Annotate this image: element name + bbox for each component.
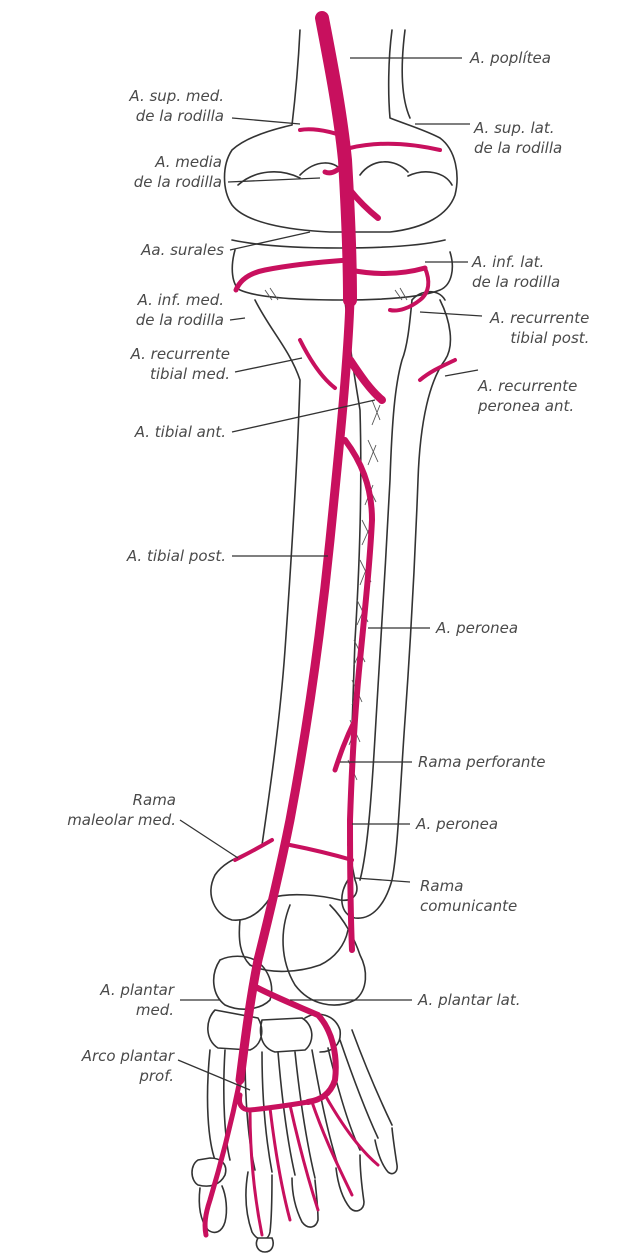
label-tibial-post: A. tibial post. bbox=[40, 546, 226, 566]
label-tibial-ant: A. tibial ant. bbox=[40, 422, 226, 442]
label-sup-med-line1: A. sup. med. bbox=[40, 86, 224, 106]
label-rec-tib-med: A. recurrente tibial med. bbox=[40, 344, 230, 384]
label-inf-med-line1: A. inf. med. bbox=[30, 290, 224, 310]
label-surales: Aa. surales bbox=[40, 240, 224, 260]
label-media: A. media de la rodilla bbox=[40, 152, 222, 192]
label-arco-plantar-line2: prof. bbox=[20, 1066, 174, 1086]
artery-digitales bbox=[250, 1095, 378, 1235]
label-rama-comunicante-line2: comunicante bbox=[420, 896, 517, 916]
arteries bbox=[205, 18, 455, 1235]
knee-joint-line bbox=[232, 240, 445, 248]
artery-sup-med bbox=[300, 129, 340, 135]
tibial-plateau bbox=[232, 250, 452, 300]
label-rama-perforante: Rama perforante bbox=[418, 752, 546, 772]
label-inf-med: A. inf. med. de la rodilla bbox=[30, 290, 224, 330]
artery-rec-per-ant bbox=[420, 360, 455, 380]
label-inf-med-line2: de la rodilla bbox=[30, 310, 224, 330]
bones bbox=[192, 30, 457, 1252]
navicular bbox=[214, 956, 272, 1009]
label-peronea-1: A. peronea bbox=[436, 618, 518, 638]
label-inf-lat-line1: A. inf. lat. bbox=[472, 252, 560, 272]
artery-rama-comunicante bbox=[290, 845, 352, 860]
label-rec-tib-med-line2: tibial med. bbox=[40, 364, 230, 384]
label-peronea-2: A. peronea bbox=[416, 814, 498, 834]
artery-rec-tib-med bbox=[300, 340, 335, 388]
label-plantar-med-line2: med. bbox=[40, 1000, 174, 1020]
label-plantar-med: A. plantar med. bbox=[40, 980, 174, 1020]
label-sup-lat: A. sup. lat. de la rodilla bbox=[474, 118, 562, 158]
label-sup-med: A. sup. med. de la rodilla bbox=[40, 86, 224, 126]
label-rec-per-ant-line2: peronea ant. bbox=[478, 396, 577, 416]
label-media-line2: de la rodilla bbox=[40, 172, 222, 192]
label-sup-lat-line2: de la rodilla bbox=[474, 138, 562, 158]
artery-inf-med bbox=[236, 260, 348, 290]
label-plantar-med-line1: A. plantar bbox=[40, 980, 174, 1000]
label-inf-lat: A. inf. lat. de la rodilla bbox=[472, 252, 560, 292]
label-rec-per-ant-line1: A. recurrente bbox=[478, 376, 577, 396]
label-rec-tib-med-line1: A. recurrente bbox=[40, 344, 230, 364]
label-rec-tib-post: A. recurrente tibial post. bbox=[490, 308, 589, 348]
label-media-line1: A. media bbox=[40, 152, 222, 172]
label-rama-maleolar-line2: maleolar med. bbox=[8, 810, 176, 830]
artery-inf-lat bbox=[350, 268, 425, 274]
fibula-upper bbox=[402, 30, 410, 118]
label-rec-per-ant: A. recurrente peronea ant. bbox=[478, 376, 577, 416]
femur-notch bbox=[300, 162, 408, 175]
label-rama-maleolar-line1: Rama bbox=[8, 790, 176, 810]
artery-arco-plantar bbox=[239, 1095, 308, 1110]
label-rama-comunicante: Rama comunicante bbox=[420, 876, 517, 916]
label-rec-tib-post-line1: A. recurrente bbox=[490, 308, 589, 328]
artery-peronea bbox=[345, 440, 372, 950]
label-sup-lat-line1: A. sup. lat. bbox=[474, 118, 562, 138]
label-inf-lat-line2: de la rodilla bbox=[472, 272, 560, 292]
label-arco-plantar: Arco plantar prof. bbox=[20, 1046, 174, 1086]
label-plantar-lat: A. plantar lat. bbox=[418, 990, 520, 1010]
artery-tibial-post bbox=[240, 300, 350, 1080]
artery-sup-lat bbox=[350, 144, 440, 150]
label-sup-med-line2: de la rodilla bbox=[40, 106, 224, 126]
label-rama-maleolar: Rama maleolar med. bbox=[8, 790, 176, 830]
label-rec-tib-post-line2: tibial post. bbox=[490, 328, 589, 348]
artery-rama-maleolar bbox=[235, 840, 272, 860]
label-poplitea: A. poplítea bbox=[470, 48, 551, 68]
label-arco-plantar-line1: Arco plantar bbox=[20, 1046, 174, 1066]
label-rama-comunicante-line1: Rama bbox=[420, 876, 517, 896]
